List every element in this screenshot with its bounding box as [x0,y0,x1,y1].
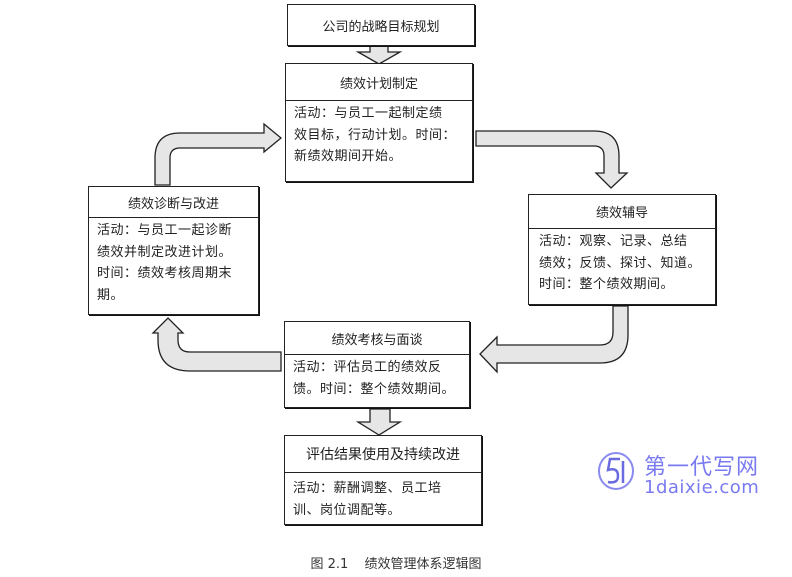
stage-title: 绩效辅导 [529,195,715,229]
stage-use: 评估结果使用及持续改进 活动：薪酬调整、员工培 训、岗位调配等。 [284,435,482,525]
stage-body: 活动：与员工一起诊断 绩效并制定改进计划。 时间：绩效考核周期末 期。 [89,218,258,306]
arrow-coach-to-review [479,305,629,374]
stage-line: 期。 [97,287,125,303]
arrow-plan-to-coach [475,130,629,189]
arrow-improve-to-plan [154,122,283,186]
stage-line: 效目标，行动计划。时间： [294,127,457,143]
stage-line: 活动：评估员工的绩效反 [293,360,442,375]
stage-line: 活动：薪酬调整、员工培 [293,481,442,496]
stage-plan: 绩效计划制定 活动：与员工一起制定绩 效目标，行动计划。时间： 新绩效期间开始。 [285,63,473,182]
arrow-strategy-to-plan [355,45,403,65]
stage-line: 活动：观察、记录、总结 [539,234,688,249]
watermark-cn: 第一代写网 [644,455,760,480]
caption-text: 绩效管理体系逻辑图 [364,557,482,572]
stage-coach: 绩效辅导 活动：观察、记录、总结 绩效；反馈、探讨、知道。 时间：整个绩效期间。 [528,194,716,305]
stage-line: 活动：与员工一起制定绩 [294,106,443,121]
stage-improve: 绩效诊断与改进 活动：与员工一起诊断 绩效并制定改进计划。 时间：绩效考核周期末… [88,186,259,315]
stage-line: 训、岗位调配等。 [293,502,402,518]
watermark-logo-icon [598,452,634,490]
stage-title: 绩效计划制定 [286,64,472,101]
strategy-label: 公司的战略目标规划 [322,19,440,35]
arrow-review-to-use [355,408,403,436]
watermark-en: 1daixie.com [644,477,760,498]
stage-body: 活动：薪酬调整、员工培 训、岗位调配等。 [285,473,481,521]
stage-line: 绩效并制定改进计划。 [97,244,233,260]
strategy-box: 公司的战略目标规划 [287,4,475,46]
stage-line: 新绩效期间开始。 [294,149,403,164]
stage-title: 评估结果使用及持续改进 [285,436,481,473]
stage-title: 绩效考核与面谈 [285,322,469,355]
arrow-review-to-improve [151,317,282,372]
watermark: 第一代写网 1daixie.com [592,447,792,507]
stage-body: 活动：观察、记录、总结 绩效；反馈、探讨、知道。 时间：整个绩效期间。 [529,229,715,296]
stage-line: 绩效；反馈、探讨、知道。 [539,255,702,271]
figure-caption: 图 2.1 绩效管理体系逻辑图 [0,553,792,572]
stage-line: 活动：与员工一起诊断 [97,223,233,238]
stage-line: 时间：整个绩效期间。 [539,277,675,292]
caption-number: 图 2.1 [310,557,349,572]
stage-body: 活动：评估员工的绩效反 馈。时间：整个绩效期间。 [285,355,469,400]
stage-line: 馈。时间：整个绩效期间。 [293,381,456,397]
stage-body: 活动：与员工一起制定绩 效目标，行动计划。时间： 新绩效期间开始。 [286,101,472,168]
stage-title: 绩效诊断与改进 [89,187,258,218]
stage-line: 时间：绩效考核周期末 [97,266,233,281]
stage-review: 绩效考核与面谈 活动：评估员工的绩效反 馈。时间：整个绩效期间。 [284,321,470,408]
